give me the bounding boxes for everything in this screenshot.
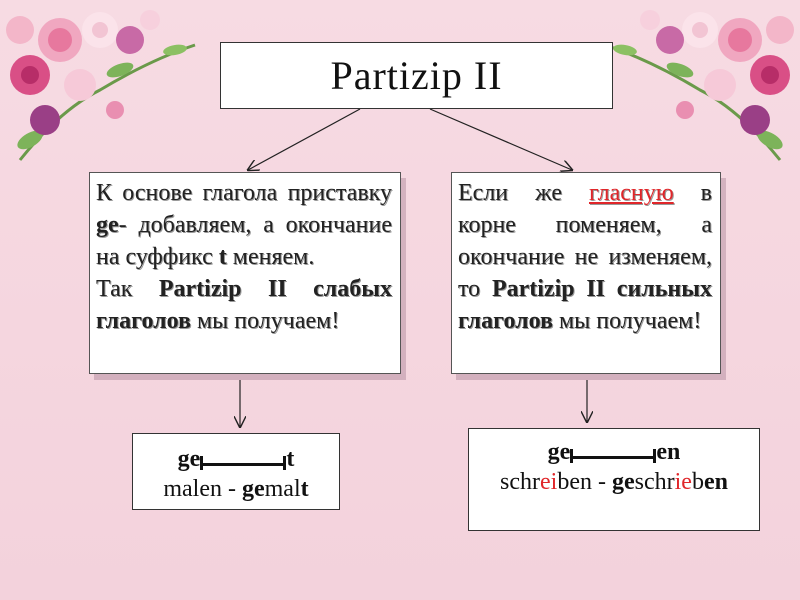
prefix-ge: ge: [96, 212, 119, 238]
strong-verbs-box: Если же гласную в корне поменяем, а окон…: [451, 172, 721, 374]
left-text-5: мы получаем!: [197, 308, 339, 334]
pattern-t: t: [286, 446, 294, 472]
strong-example-word: schreiben - geschrieben: [469, 467, 759, 497]
weak-verb-example-box: ge t malen - gemalt: [132, 433, 340, 510]
page-title: Partizip II: [330, 52, 502, 99]
arrow-to-left-box: [248, 109, 360, 170]
right-text-1: Если же: [458, 180, 562, 206]
suffix-t: t: [219, 244, 227, 270]
left-text-4: Так: [96, 276, 132, 302]
strong-verb-example-box: ge en schreiben - geschrieben: [468, 428, 760, 531]
pattern-ge: ge: [178, 446, 201, 472]
pattern-en: en: [656, 439, 680, 465]
left-text-1: К основе глагола приставку: [96, 180, 392, 206]
weak-example-word: malen - gemalt: [133, 474, 339, 504]
left-text-3: меняем.: [233, 244, 315, 270]
right-text-3: мы получаем!: [559, 308, 701, 334]
pattern-ge: ge: [548, 439, 571, 465]
weak-verbs-box: К основе глагола приставку ge- добавляем…: [89, 172, 401, 374]
vowel-word: гласную: [589, 180, 674, 206]
strong-pattern: ge en: [469, 437, 759, 467]
weak-pattern: ge t: [133, 444, 339, 474]
arrow-to-right-box: [430, 109, 572, 170]
pattern-blank: [573, 456, 653, 459]
title-box: Partizip II: [220, 42, 613, 109]
pattern-blank: [203, 463, 283, 466]
